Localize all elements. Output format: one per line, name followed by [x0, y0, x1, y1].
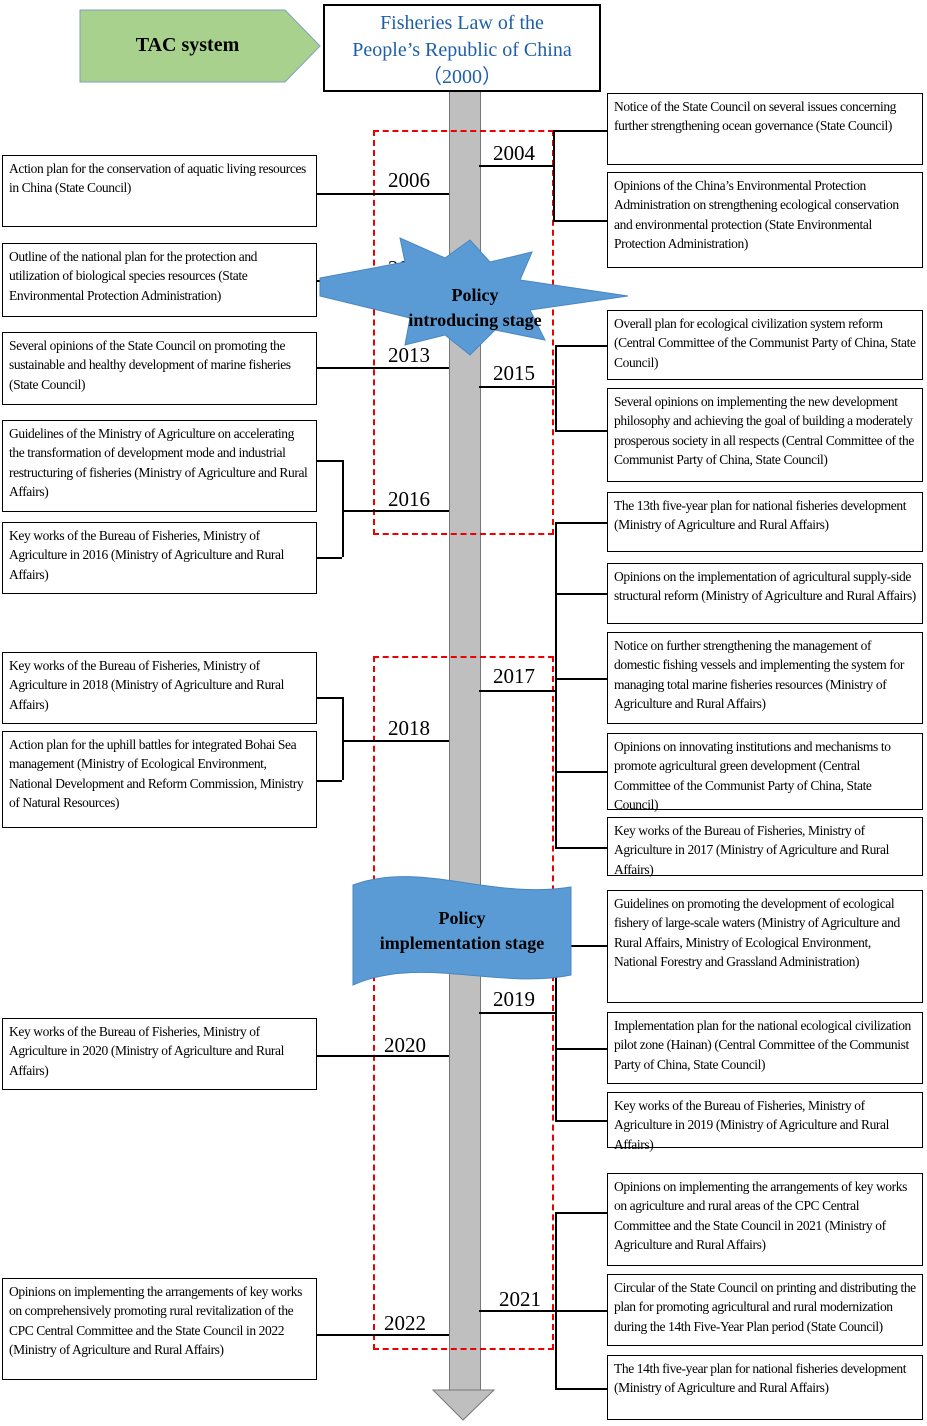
- connector-line: [479, 165, 553, 167]
- right-policy-box: Implementation plan for the national eco…: [607, 1012, 923, 1084]
- left-policy-box: Several opinions of the State Council on…: [2, 332, 317, 405]
- right-policy-box: The 14th five-year plan for national fis…: [607, 1355, 923, 1420]
- left-policy-box: Action plan for the uphill battles for i…: [2, 731, 317, 828]
- connector-line: [555, 1388, 607, 1390]
- axis-arrowhead: [431, 1389, 496, 1421]
- fisheries-law-box: Fisheries Law of the People’s Republic o…: [323, 4, 601, 92]
- connector-line: [317, 367, 449, 369]
- left-policy-box: Outline of the national plan for the pro…: [2, 243, 317, 317]
- bracket-line: [555, 522, 557, 847]
- connector-line: [317, 193, 449, 195]
- bracket-line: [555, 1212, 557, 1388]
- connector-line: [317, 1055, 449, 1057]
- bracket-line: [555, 945, 557, 1120]
- law-title-line3: （2000）: [422, 66, 502, 88]
- connector-line: [317, 460, 342, 462]
- connector-line: [555, 847, 607, 849]
- right-policy-box: Opinions of the China’s Environmental Pr…: [607, 172, 923, 268]
- year-label: 2004: [493, 141, 535, 165]
- left-policy-box: Guidelines of the Ministry of Agricultur…: [2, 420, 317, 512]
- tac-system-arrow: TAC system: [80, 10, 320, 82]
- right-policy-box: The 13th five-year plan for national fis…: [607, 492, 923, 552]
- bracket-line: [342, 460, 344, 557]
- intro-stage-line1: Policy: [451, 285, 499, 305]
- connector-line: [317, 557, 342, 559]
- connector-line: [553, 130, 607, 132]
- connector-line: [342, 740, 449, 742]
- connector-line: [555, 593, 607, 595]
- year-label: 2018: [388, 716, 430, 740]
- tac-arrow-shape: [79, 9, 321, 83]
- year-label: 2013: [388, 343, 430, 367]
- left-policy-box: Key works of the Bureau of Fisheries, Mi…: [2, 522, 317, 594]
- connector-line: [479, 386, 555, 388]
- year-label: 2015: [493, 361, 535, 385]
- tac-label: TAC system: [135, 34, 240, 56]
- connector-line: [555, 1310, 607, 1312]
- year-label: 2020: [384, 1033, 426, 1057]
- impl-stage-dashed-box: [373, 656, 554, 1350]
- right-policy-box: Key works of the Bureau of Fisheries, Mi…: [607, 1092, 923, 1152]
- impl-stage-label: Policy implementation stage: [353, 906, 571, 956]
- bracket-line: [555, 345, 557, 430]
- year-label: 2007: [388, 256, 430, 280]
- impl-stage-line1: Policy: [438, 908, 486, 928]
- connector-line: [555, 678, 607, 680]
- law-title-line2: People’s Republic of China: [352, 39, 572, 61]
- right-policy-box: Several opinions on implementing the new…: [607, 388, 923, 482]
- right-policy-box: Notice of the State Council on several i…: [607, 93, 923, 165]
- connector-line: [555, 1212, 607, 1214]
- connector-line: [555, 430, 607, 432]
- year-label: 2019: [493, 987, 535, 1011]
- connector-line: [555, 522, 607, 524]
- year-label: 2016: [388, 487, 430, 511]
- right-policy-box: Circular of the State Council on printin…: [607, 1274, 923, 1346]
- year-label: 2022: [384, 1311, 426, 1335]
- year-label: 2017: [493, 664, 535, 688]
- bracket-line: [553, 130, 555, 220]
- connector-line: [555, 771, 607, 773]
- connector-line: [479, 690, 555, 692]
- year-label: 2006: [388, 168, 430, 192]
- intro-stage-line2: introducing stage: [408, 310, 542, 330]
- connector-line: [317, 780, 342, 782]
- connector-line: [479, 1310, 555, 1312]
- right-policy-box: Overall plan for ecological civilization…: [607, 310, 923, 380]
- right-policy-box: Opinions on innovating institutions and …: [607, 733, 923, 812]
- year-label: 2021: [499, 1287, 541, 1311]
- impl-stage-line2: implementation stage: [379, 933, 545, 953]
- left-policy-box: Action plan for the conservation of aqua…: [2, 155, 317, 227]
- right-policy-box: Opinions on the implementation of agricu…: [607, 563, 923, 624]
- right-policy-box: Notice on further strengthening the mana…: [607, 632, 923, 724]
- law-title-line1: Fisheries Law of the: [380, 12, 544, 34]
- connector-line: [555, 945, 607, 947]
- connector-line: [317, 1334, 449, 1336]
- right-policy-box: Key works of the Bureau of Fisheries, Mi…: [607, 817, 923, 877]
- connector-line: [555, 345, 607, 347]
- left-policy-box: Key works of the Bureau of Fisheries, Mi…: [2, 1018, 317, 1090]
- left-policy-box: Key works of the Bureau of Fisheries, Mi…: [2, 652, 317, 724]
- right-policy-box: Opinions on implementing the arrangement…: [607, 1173, 923, 1266]
- intro-stage-label: Policy introducing stage: [390, 283, 560, 333]
- left-policy-box: Opinions on implementing the arrangement…: [2, 1278, 317, 1380]
- bracket-line: [342, 697, 344, 780]
- right-policy-box: Guidelines on promoting the development …: [607, 890, 923, 1003]
- connector-line: [553, 220, 607, 222]
- connector-line: [317, 697, 342, 699]
- connector-line: [479, 1012, 555, 1014]
- connector-line: [555, 1120, 607, 1122]
- connector-line: [342, 510, 449, 512]
- connector-line: [555, 1048, 607, 1050]
